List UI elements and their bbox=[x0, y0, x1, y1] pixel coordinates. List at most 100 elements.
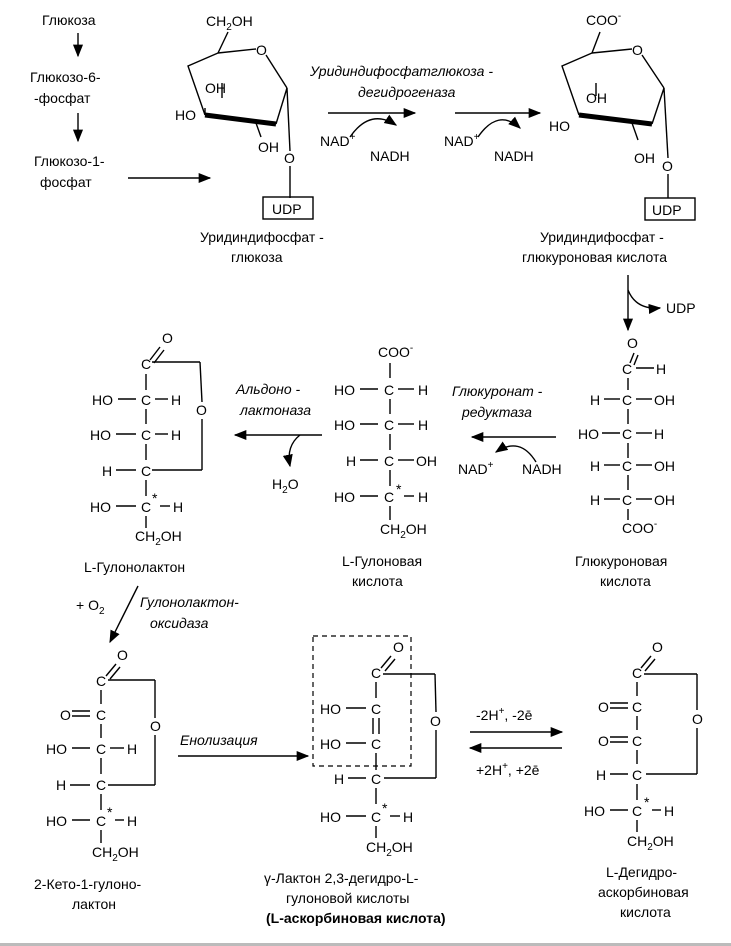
gulonic-row4-right: H bbox=[418, 489, 428, 505]
glucuronic-row1-right: OH bbox=[654, 392, 675, 408]
gulonic-row4-c: C bbox=[384, 489, 394, 505]
gulonolactone-row2-c: C bbox=[141, 427, 151, 443]
ascorbic-ring-o: O bbox=[430, 713, 441, 729]
glucuronic-row2-c: C bbox=[622, 426, 632, 442]
gulonolactone-star: * bbox=[152, 490, 158, 506]
g1p-label-line2: фосфат bbox=[40, 174, 92, 190]
gulonic-row2-right: H bbox=[418, 417, 428, 433]
glucose-label: Глюкоза bbox=[42, 12, 96, 28]
water-curve bbox=[282, 434, 301, 468]
udp-glucuronic-oh-c: OH bbox=[634, 150, 655, 166]
ascorbic-h4: H bbox=[403, 809, 413, 825]
keto-row1-c: C bbox=[96, 707, 106, 723]
enzyme1-name-line2: дегидрогеназа bbox=[358, 84, 456, 100]
dha-o-top: O bbox=[652, 639, 663, 655]
gulonic-acid-structure: COO- HO C H HO C H H C OH HO C * H CH2OH bbox=[334, 343, 437, 541]
dha-c2: C bbox=[632, 699, 642, 715]
keto-row2-left: HO bbox=[46, 741, 67, 757]
gulonolactone-row1-c: C bbox=[141, 392, 151, 408]
glucuronic-row1-left: H bbox=[590, 392, 600, 408]
g6p-label-line1: Глюкозо-6- bbox=[30, 69, 101, 85]
keto-star: * bbox=[107, 804, 113, 820]
udp-glucuronic-udp-box bbox=[644, 197, 696, 221]
dha-h4: H bbox=[664, 803, 674, 819]
udp-glucuronic-ring-o: O bbox=[632, 42, 643, 58]
ascorbic-name-line3: (L-аскорбиновая кислота) bbox=[266, 910, 446, 926]
keto-row4-c: C bbox=[96, 813, 106, 829]
keto-row3-c: C bbox=[96, 777, 106, 793]
enzyme1-nad1: NAD+ bbox=[320, 132, 356, 149]
gulonic-name-line2: кислота bbox=[352, 573, 403, 589]
gulonolactone-c1: C bbox=[141, 356, 151, 372]
glucuronic-row4-left: H bbox=[590, 492, 600, 508]
ascorbic-ho1: HO bbox=[320, 701, 341, 717]
gulonolactone-ring-o: O bbox=[196, 402, 207, 418]
ascorbic-o-top: O bbox=[393, 639, 404, 655]
keto-o-top: O bbox=[117, 647, 128, 663]
glucuronic-h1: H bbox=[656, 361, 666, 377]
keto-oxo-left: O bbox=[60, 707, 71, 723]
gulonolactone-ch2oh: CH2OH bbox=[135, 528, 182, 548]
dha-ho4: HO bbox=[584, 803, 605, 819]
keto-row4-left: HO bbox=[46, 813, 67, 829]
enzyme2-nadh: NADH bbox=[522, 461, 562, 477]
udp-glucose-ho-b: HO bbox=[175, 107, 196, 123]
enzyme1-nadh2: NADH bbox=[494, 148, 534, 164]
gulonic-name-line1: L-Гулоновая bbox=[342, 553, 422, 569]
keto-row4-right: H bbox=[127, 813, 137, 829]
keto-c1: C bbox=[96, 673, 106, 689]
keto-ring-o: O bbox=[150, 718, 161, 734]
udp-glucuronic-udp: UDP bbox=[652, 202, 682, 218]
ascorbic-h3: H bbox=[334, 771, 344, 787]
dha-o3: O bbox=[598, 733, 609, 749]
gulonic-row3-right: OH bbox=[416, 453, 437, 469]
glucuronic-acid-structure: O C H H C OH HO C H H C OH H C OH COO- bbox=[578, 335, 675, 536]
ascorbic-ch2oh: CH2OH bbox=[366, 839, 413, 859]
gulonic-row1-right: H bbox=[418, 382, 428, 398]
udp-glucose-oh-c: OH bbox=[258, 139, 279, 155]
dha-name-line3: кислота bbox=[620, 904, 671, 920]
enzyme4-o2: + O2 bbox=[76, 597, 105, 617]
enzyme1-nad2: NAD+ bbox=[444, 132, 480, 149]
glucuronic-row3-c: C bbox=[622, 458, 632, 474]
ascorbic-c5: C bbox=[371, 809, 381, 825]
udp-glucuronic-structure: COO- O OH HO OH O UDP bbox=[549, 11, 696, 221]
udp-glucuronic-coo: COO- bbox=[586, 11, 621, 28]
enzyme4-name-line1: Гулонолактон- bbox=[140, 594, 239, 610]
glucuronic-name-line2: кислота bbox=[600, 573, 651, 589]
arrow-enzyme4 bbox=[109, 585, 139, 644]
udp-glucose-name-line1: Уридиндифосфат - bbox=[200, 229, 324, 245]
dehydroascorbic-structure: O C O O C O C H C HO C * H CH2OH bbox=[584, 639, 703, 853]
enzyme3-name-line1: Альдоно - bbox=[235, 381, 301, 397]
udp-glucose-ring-o: O bbox=[256, 42, 267, 58]
dha-c4: C bbox=[632, 767, 642, 783]
udp-glucose-o-link: O bbox=[284, 150, 295, 166]
gulonic-coo: COO- bbox=[378, 343, 413, 360]
gulonic-star: * bbox=[396, 481, 402, 497]
enediol-dashed-box bbox=[312, 635, 412, 767]
dha-c1: C bbox=[632, 665, 642, 681]
enzyme2-name-line2: редуктаза bbox=[461, 404, 532, 420]
enzyme1-nadh1: NADH bbox=[370, 148, 410, 164]
gulonolactone-structure: O C O HO C H HO C H H C HO C * H CH2OH bbox=[90, 330, 207, 548]
dha-star: * bbox=[644, 794, 650, 810]
enzyme3-name-line2: лактоназа bbox=[239, 402, 311, 418]
glucuronic-row3-left: H bbox=[590, 458, 600, 474]
enzyme3-water: H2O bbox=[272, 476, 299, 496]
udp-glucose-udp-box bbox=[262, 196, 314, 220]
dha-name-line2: аскорбиновая bbox=[598, 884, 689, 900]
glucuronic-row2-left: HO bbox=[578, 426, 599, 442]
glucuronic-row4-c: C bbox=[622, 492, 632, 508]
glucuronic-o: O bbox=[627, 335, 638, 351]
gulonolactone-row4-left: HO bbox=[90, 499, 111, 515]
glucuronic-row4-right: OH bbox=[654, 492, 675, 508]
ketogulonolactone-structure: O C O O C HO C H H C HO C * H CH2OH bbox=[46, 647, 161, 864]
udp-glucose-ch2oh: CH2OH bbox=[206, 13, 253, 33]
gulonolactone-row3-c: C bbox=[141, 463, 151, 479]
gulonic-ch2oh: CH2OH bbox=[380, 521, 427, 541]
udp-glucuronic-oh-a: OH bbox=[586, 90, 607, 106]
keto-ch2oh: CH2OH bbox=[92, 844, 139, 864]
ascorbic-c3: C bbox=[371, 736, 381, 752]
gulonolactone-row3-left: H bbox=[102, 463, 112, 479]
